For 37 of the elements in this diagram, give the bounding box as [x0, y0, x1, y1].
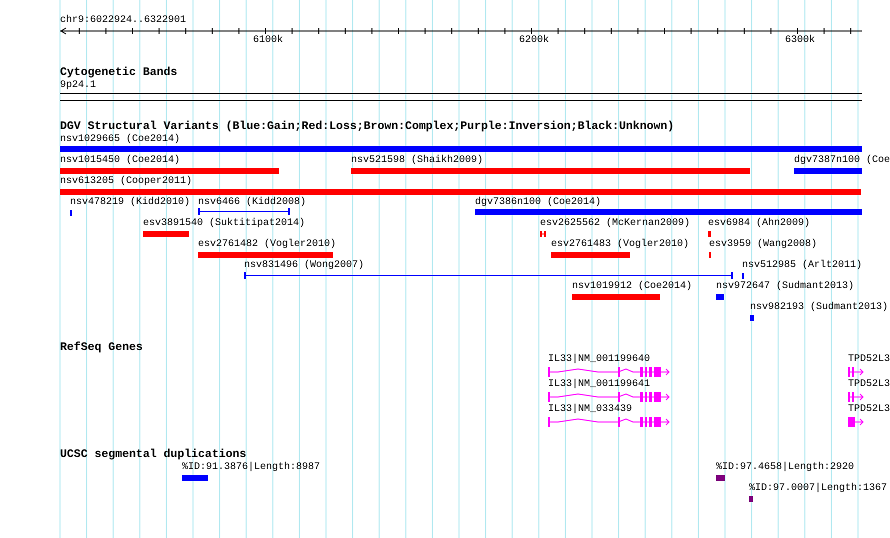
feature-label: %ID:91.3876|Length:8987: [182, 462, 320, 473]
feature-label: esv3891540 (Suktitipat2014): [143, 218, 306, 229]
band-label: 9p24.1: [60, 80, 96, 91]
feature-label: dgv7386n100 (Coe2014): [475, 197, 602, 208]
gene-label: TPD52L3: [848, 354, 890, 365]
track-title: Cytogenetic Bands: [60, 67, 178, 79]
feature-label: nsv521598 (Shaikh2009): [351, 155, 484, 166]
feature-label: nsv972647 (Sudmant2013): [716, 281, 854, 292]
locus-label: chr9:6022924..6322901: [60, 15, 186, 26]
feature-label: esv2761483 (Vogler2010): [551, 239, 690, 250]
feature-label: nsv613205 (Cooper2011): [60, 176, 192, 187]
feature-label: nsv1015450 (Coe2014): [60, 155, 180, 166]
gene-label: IL33|NM_001199641: [548, 379, 650, 390]
feature-label: %ID:97.0007|Length:1367: [749, 483, 888, 494]
feature-label: esv3959 (Wang2008): [709, 239, 818, 250]
feature-label: dgv7387n100 (Coe: [794, 155, 890, 166]
feature-label: nsv1029665 (Coe2014): [60, 134, 180, 145]
feature-label: nsv6466 (Kidd2008): [198, 197, 306, 208]
feature-label: %ID:97.4658|Length:2920: [716, 462, 854, 473]
feature-label: nsv1019912 (Coe2014): [572, 281, 692, 292]
track-title: DGV Structural Variants (Blue:Gain;Red:Loss;Brown:Complex;Purple:Inversion;Black:Unknown): [60, 121, 674, 133]
gene-label: TPD52L3: [848, 404, 890, 415]
tick-label: 6300k: [785, 35, 816, 46]
track-title: RefSeq Genes: [60, 342, 143, 354]
feature-label: esv2761482 (Vogler2010): [198, 239, 336, 250]
feature-label: nsv512985 (Arlt2011): [742, 260, 862, 271]
tick-label: 6100k: [253, 35, 284, 46]
feature-label: nsv831496 (Wong2007): [244, 260, 364, 271]
feature-label: esv6984 (Ahn2009): [708, 218, 810, 229]
gene-label: TPD52L3: [848, 379, 890, 390]
feature-label: nsv982193 (Sudmant2013): [750, 302, 888, 313]
feature-label: nsv478219 (Kidd2010): [70, 197, 190, 208]
tick-label: 6200k: [519, 35, 550, 46]
track-title: UCSC segmental duplications: [60, 449, 246, 461]
feature-label: esv2625562 (McKernan2009): [540, 218, 690, 229]
gene-label: IL33|NM_001199640: [548, 354, 650, 365]
gene-label: IL33|NM_033439: [548, 404, 632, 415]
